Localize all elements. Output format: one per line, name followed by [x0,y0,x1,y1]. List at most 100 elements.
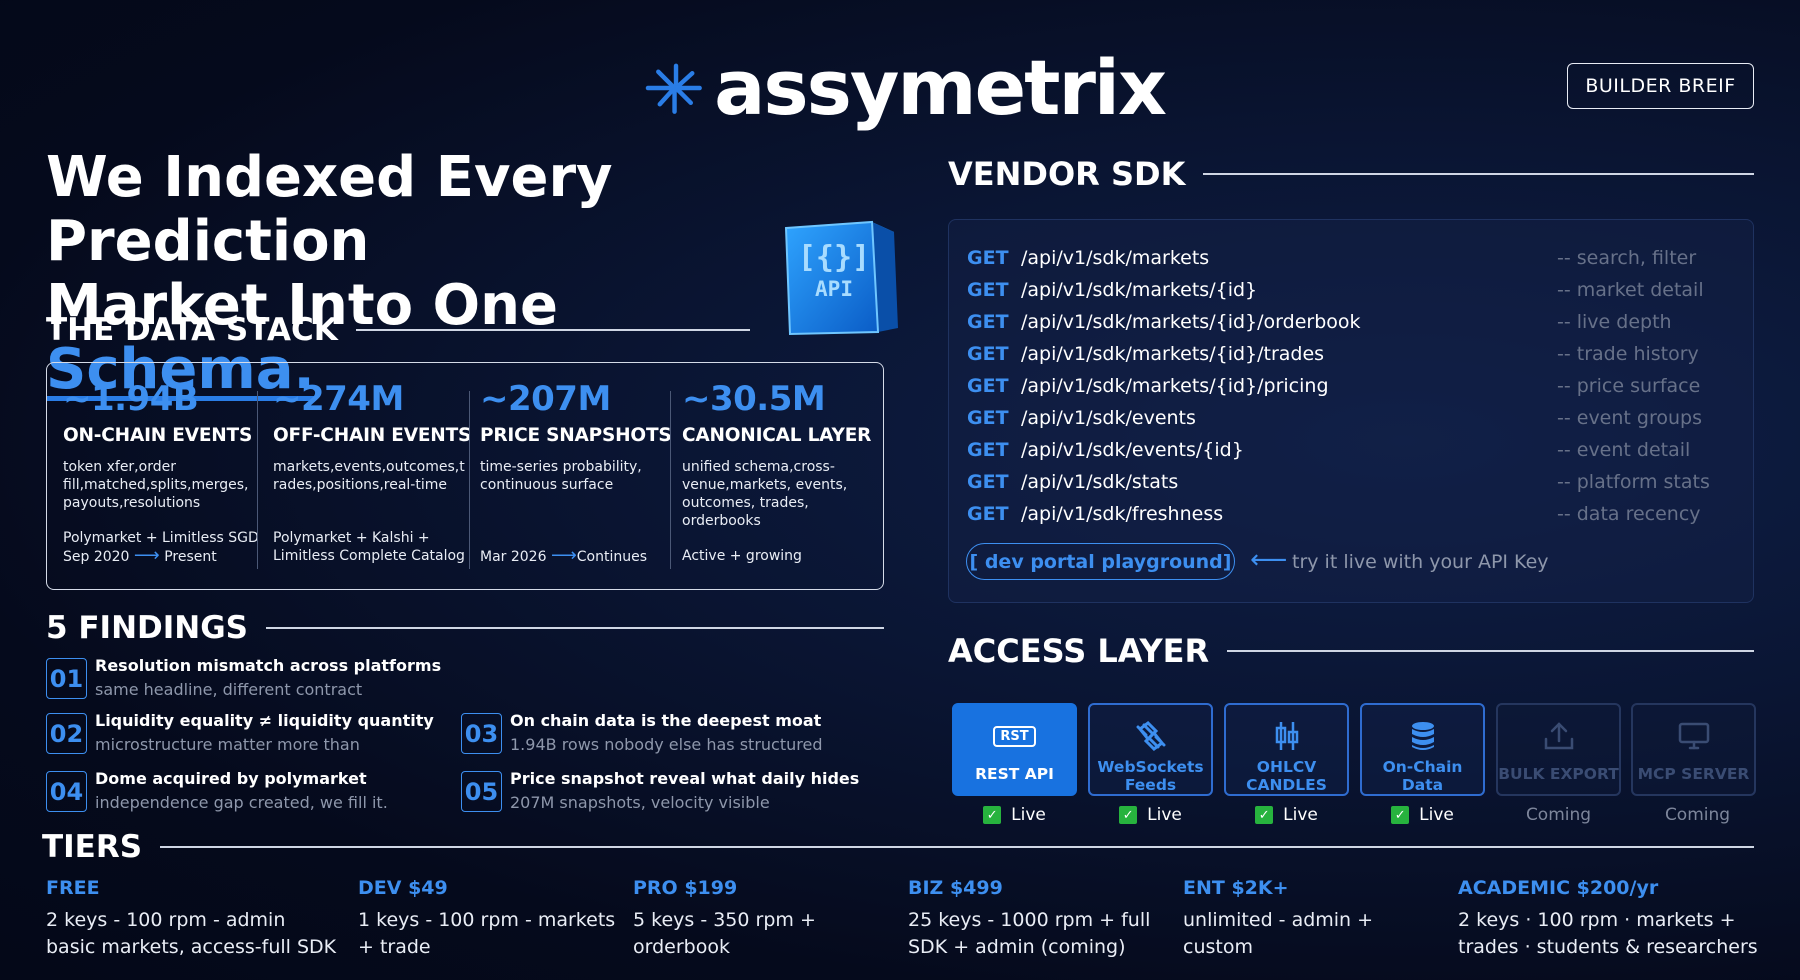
finding-subtitle: microstructure matter more than [95,735,360,754]
tier-line: trades · students & researchers [1458,936,1758,958]
finding-number: 04 [46,771,87,812]
endpoint-path: /api/v1/sdk/markets/{id}/pricing [1021,375,1329,397]
range-from: Mar 2026 [480,549,547,565]
http-method: GET [967,279,1009,301]
try-it-live-text: try it live with your API Key [1292,551,1549,573]
stack-foot-line: Polymarket + Kalshi + [273,530,430,546]
endpoint-row[interactable]: GET/api/v1/sdk/markets/{id}/trades-- tra… [967,338,1737,370]
status-text: Live [1147,805,1182,825]
endpoint-row[interactable]: GET/api/v1/sdk/markets/{id}/orderbook -- … [967,306,1737,338]
brand-name: assymetrix [714,43,1167,132]
vendor-sdk-title: VENDOR SDK [948,155,1186,193]
findings-header: 5 FINDINGS [46,610,884,646]
brand-logo: assymetrix [645,38,1167,138]
tier-line: custom [1183,936,1253,958]
finding-subtitle: independence gap created, we fill it. [95,793,388,812]
access-card-label-line: Data [1401,776,1444,794]
candlestick-icon [1268,717,1306,754]
endpoint-path: /api/v1/sdk/markets/{id} [1021,279,1258,301]
dev-portal-playground-button[interactable]: [ dev portal playground] [966,543,1235,580]
http-method: GET [967,311,1009,333]
access-card-mcp-server[interactable]: MCP SERVER [1631,703,1756,796]
endpoint-row[interactable]: GET/api/v1/sdk/markets/{id}/pricing-- pr… [967,370,1737,402]
access-card-label-line: WebSockets [1097,758,1204,776]
stack-column-onchain: ~1.94B ON-CHAIN EVENTS token xfer,order … [63,363,259,589]
http-method: GET [967,471,1009,493]
hero-line-1: We Indexed Every Prediction [46,145,613,274]
stack-desc-line: venue,markets, events, [682,477,848,493]
stack-label: CANONICAL LAYER [682,425,872,446]
starburst-icon [645,63,702,114]
access-card-bulk-export[interactable]: BULK EXPORT [1496,703,1621,796]
http-method: GET [967,247,1009,269]
arrow-right-icon: ⟶ [550,545,577,566]
endpoint-row[interactable]: GET/api/v1/sdk/events-- event groups [967,402,1737,434]
stack-description: unified schema,cross- venue,markets, eve… [682,458,874,530]
tier-name: PRO $199 [633,877,738,899]
hero-headline: We Indexed Every Prediction Market Into … [46,146,846,402]
access-card-rest-api[interactable]: RST REST API [952,703,1077,796]
section-divider [160,846,1754,848]
stack-footer: Polymarket + Kalshi + Limitless Complete… [273,529,473,565]
tier-description: 1 keys - 100 rpm - markets+ trade [358,907,615,961]
stack-foot-range: Sep 2020 ⟶ Present [63,547,263,566]
stack-divider [469,391,470,569]
endpoint-row[interactable]: GET/api/v1/sdk/markets/{id}-- market det… [967,274,1737,306]
http-method: GET [967,503,1009,525]
http-method: GET [967,343,1009,365]
endpoint-comment: -- event groups [1557,407,1702,429]
finding-subtitle: 1.94B rows nobody else has structured [510,735,823,754]
endpoint-row[interactable]: GET/api/v1/sdk/markets-- search, filter [967,242,1737,274]
endpoint-row[interactable]: GET/api/v1/sdk/stats-- platform stats [967,466,1737,498]
tier-name: ACADEMIC $200/yr [1458,877,1659,899]
endpoint-path: /api/v1/sdk/markets/{id}/orderbook [1021,311,1361,333]
http-method: GET [967,439,1009,461]
database-icon [1404,717,1442,754]
endpoint-path: /api/v1/sdk/markets/{id}/trades [1021,343,1325,365]
section-divider [266,627,884,629]
check-icon: ✓ [1119,806,1138,824]
range-from: Sep 2020 [63,549,130,565]
tiers-title: TIERS [42,829,143,865]
access-layer-title: ACCESS LAYER [948,632,1210,670]
check-icon: ✓ [1255,806,1274,824]
api-cube-symbol: [{}] [797,240,871,275]
stack-desc-line: outcomes, trades, [682,495,809,511]
range-to: Present [164,549,217,565]
api-cube-icon: [{}] API [780,210,900,340]
stack-footer: Polymarket + Limitless SGD Sep 2020 ⟶ Pr… [63,529,263,566]
stack-desc-line: time-series probability, [480,459,642,475]
stack-desc-line: markets,events,outcomes,t [273,459,465,475]
endpoint-row[interactable]: GET/api/v1/sdk/events/{id}-- event detai… [967,434,1737,466]
stack-label: PRICE SNAPSHOTS [480,425,672,446]
endpoint-comment: -- search, filter [1557,247,1697,269]
tiers-header: TIERS [42,829,1754,865]
access-status: Coming [1635,805,1760,825]
finding-title: Price snapshot reveal what daily hides [510,769,860,788]
stack-foot-line: Active + growing [682,548,802,564]
check-icon: ✓ [1391,806,1410,824]
endpoint-comment: -- live depth [1557,311,1672,333]
builder-brief-button[interactable]: BUILDER BREIF [1567,63,1754,109]
status-text: Live [1283,805,1318,825]
access-status: ✓ Live [1088,805,1213,825]
endpoint-path: /api/v1/sdk/events [1021,407,1196,429]
stack-desc-line: rades,positions,real-time [273,477,447,493]
tier-line: 5 keys - 350 rpm + [633,909,816,931]
monitor-icon [1675,717,1713,755]
tier-name: BIZ $499 [908,877,1003,899]
stack-foot-range: Mar 2026 ⟶Continues [480,547,670,566]
section-divider [1227,650,1754,652]
tier-name: DEV $49 [358,877,448,899]
tier-description: unlimited - admin +custom [1183,907,1373,961]
endpoint-row[interactable]: GET/api/v1/sdk/freshness-- data recency [967,498,1737,530]
